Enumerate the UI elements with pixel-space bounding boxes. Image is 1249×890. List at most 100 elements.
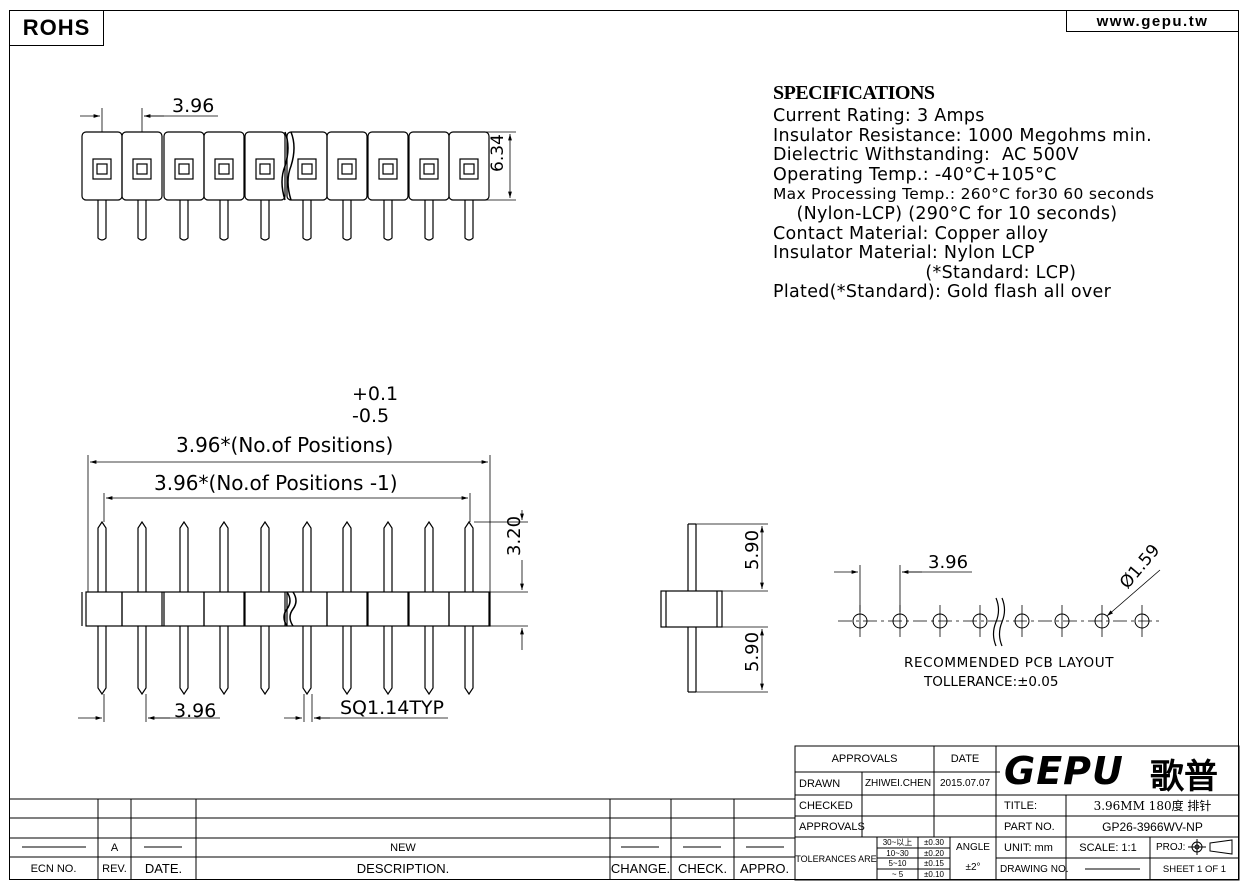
tol-value: ±0.10: [924, 870, 944, 879]
side-view-connector: [660, 523, 768, 693]
front-view-pin: [244, 520, 286, 696]
bottom-pitch-label: 3.96: [174, 700, 217, 722]
drawn-by: ZHIWEI.CHEN: [864, 778, 932, 789]
projection-label: PROJ:: [1156, 842, 1186, 853]
top-view-position: [121, 131, 163, 241]
break-mark: [289, 591, 297, 627]
spec-line: (*Standard: LCP): [773, 262, 1077, 283]
tol-range: 5~10: [888, 859, 907, 868]
pcb-hole: [1014, 605, 1030, 637]
change-header: CHANGE.: [610, 861, 671, 876]
tol-range: 30~以上: [882, 838, 913, 847]
angle-value: ±2°: [965, 861, 981, 873]
pcb-hole: [972, 605, 988, 637]
rev-header: REV.: [102, 862, 127, 875]
drawn-label: DRAWN: [799, 777, 841, 790]
tol-range: ~ 5: [891, 870, 904, 879]
front-view-pin: [163, 520, 205, 696]
spec-line: Max Processing Temp.: 260°C for30 60 sec…: [773, 185, 1155, 204]
spec-line: Plated(*Standard): Gold flash all over: [773, 282, 1112, 303]
spec-line: Dielectric Withstanding: AC 500V: [773, 145, 1079, 166]
tolerance-minus: -0.5: [352, 405, 390, 427]
specifications-block: SPECIFICATIONS Current Rating: 3 Amps In…: [773, 82, 1213, 303]
projection-symbol-icon: [1188, 839, 1233, 855]
approvals-header: APPROVALS: [831, 753, 898, 765]
spec-line: Current Rating: 3 Amps: [773, 106, 985, 126]
pcb-pitch-label: 3.96: [928, 552, 969, 573]
pcb-layout: [834, 565, 1162, 647]
pin-top-label: 3.20: [504, 515, 525, 556]
top-pitch-label: 3.96: [172, 95, 215, 117]
gepu-logo: GEPU: [1004, 749, 1124, 793]
square-pin-label: SQ1.14TYP: [340, 697, 444, 719]
scale-label: SCALE: 1:1: [1079, 841, 1137, 854]
break-mark: [998, 597, 1006, 647]
appro-header: APPRO.: [739, 861, 790, 876]
pcb-hole: [932, 605, 948, 637]
check-header: CHECK.: [677, 861, 728, 876]
tol-range: 10~30: [886, 848, 909, 858]
gepu-logo-chinese: 歌普: [1150, 757, 1218, 797]
tol-value: ±0.15: [924, 859, 944, 868]
drawing-no-label: DRAWING NO.: [1000, 863, 1069, 875]
front-view-connector: [81, 520, 491, 696]
pitch-span-label: 3.96*(No.of Positions -1): [154, 471, 398, 495]
specifications-title: SPECIFICATIONS: [773, 82, 935, 104]
tol-value: ±0.30: [924, 838, 944, 847]
side-lower-label: 5.90: [742, 631, 763, 672]
front-view-pin: [448, 520, 490, 696]
part-no-label: PART NO.: [1004, 820, 1055, 833]
spec-line: Insulator Material: Nylon LCP: [773, 243, 1035, 264]
front-view-housing: [85, 591, 491, 627]
break-mark: [992, 597, 1000, 647]
unit-label: UNIT: mm: [1004, 841, 1053, 854]
spec-line: Insulator Resistance: 1000 Megohms min.: [773, 125, 1152, 146]
approvals-label: APPROVALS: [799, 820, 865, 833]
ecn-header: ECN NO.: [30, 862, 77, 875]
break-mark: [281, 131, 289, 201]
spec-line: Contact Material: Copper alloy: [773, 223, 1049, 244]
top-view-position: [448, 131, 490, 241]
pcb-hole: [1054, 605, 1070, 637]
top-view-position: [163, 131, 205, 241]
title-block-grid: [9, 745, 1240, 881]
tolerance-plus: +0.1: [352, 383, 399, 405]
front-view-pin: [203, 520, 245, 696]
top-view-position: [286, 131, 328, 241]
title-value: 3.96MM 180度 排针: [1093, 799, 1212, 813]
angle-label: ANGLE: [956, 841, 990, 853]
pcb-tolerance: TOLLERANCE:±0.05: [924, 674, 1059, 690]
rohs-badge: ROHS: [9, 10, 104, 46]
front-view-pin: [326, 520, 368, 696]
description-header: DESCRIPTION.: [356, 861, 450, 876]
revision-description: NEW: [390, 841, 416, 854]
tolerances-label: TOLERANCES ARE: [795, 853, 877, 864]
spec-line: Operating Temp.: -40°C+105°C: [773, 164, 1057, 185]
top-view-position: [203, 131, 245, 241]
date-col-header: DATE.: [144, 861, 183, 876]
top-view-position: [81, 131, 123, 241]
top-view-position: [408, 131, 450, 241]
title-label: TITLE:: [1004, 799, 1038, 812]
drawn-date: 2015.07.07: [939, 778, 991, 789]
front-view-pin: [121, 520, 163, 696]
top-view-dimensions: [80, 108, 516, 201]
pcb-layout-title: RECOMMENDED PCB LAYOUT: [904, 655, 1115, 671]
drawing-frame: [9, 10, 1239, 880]
front-view-dimensions: [78, 455, 528, 722]
break-mark: [283, 591, 291, 627]
spec-line: (Nylon-LCP) (290°C for 10 seconds): [773, 203, 1118, 224]
part-no-value: GP26-3966WV-NP: [1102, 819, 1203, 834]
overall-length-label: 3.96*(No.of Positions): [176, 433, 394, 457]
leader-line: [1106, 569, 1161, 617]
tol-value: ±0.20: [924, 848, 944, 858]
website-url[interactable]: www.gepu.tw: [1066, 10, 1239, 32]
pcb-hole: [1134, 605, 1150, 637]
front-view-pin: [408, 520, 450, 696]
top-view-connector: [81, 131, 490, 241]
sheet-label: SHEET 1 OF 1: [1162, 863, 1227, 875]
top-view-position: [244, 131, 286, 241]
pcb-hole: [1094, 605, 1110, 637]
checked-label: CHECKED: [799, 799, 853, 812]
